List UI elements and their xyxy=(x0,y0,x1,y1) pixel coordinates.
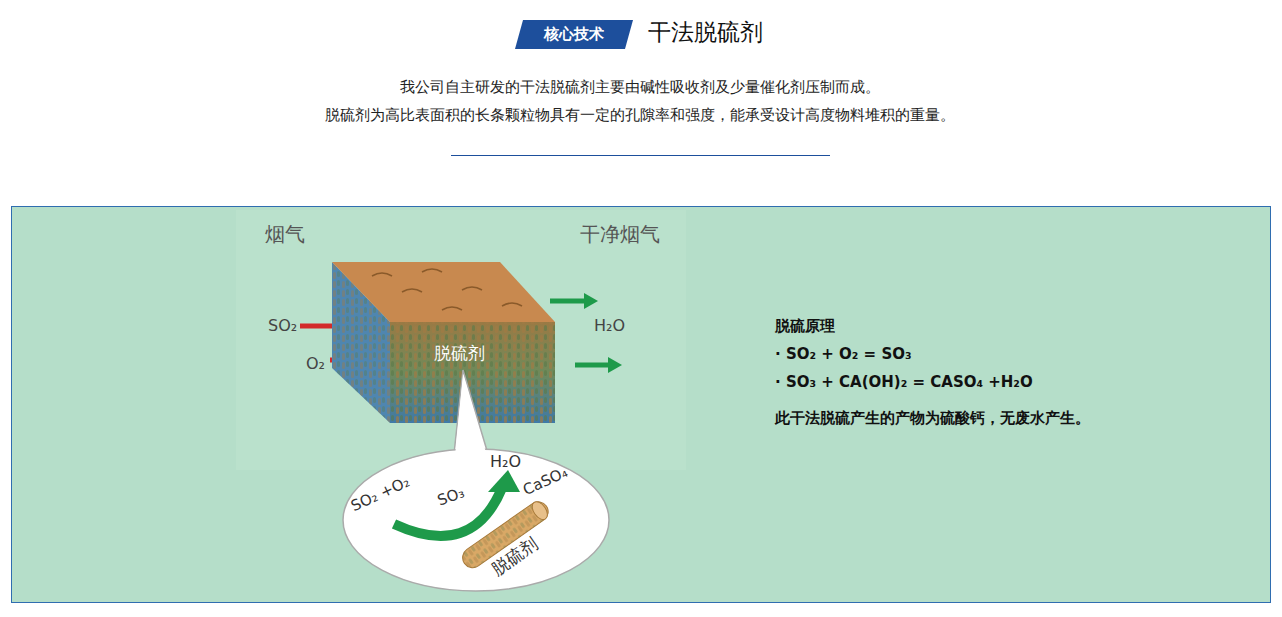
intro-text: 我公司自主研发的干法脱硫剂主要由碱性吸收剂及少量催化剂压制而成。 xyxy=(400,78,880,97)
content-panel: 脱硫原理 · SO₂ + O₂ = SO₃ · SO₃ + CA(OH)₂ = CA… xyxy=(11,206,1271,603)
shape-outline xyxy=(332,262,555,423)
section-title: 干法脱硫剂 xyxy=(648,17,763,48)
badge: 核心技术 xyxy=(515,20,633,49)
node-text: · SO₂ + O₂ = SO₃ xyxy=(775,345,912,363)
callout-bubble: SO₂ +O₂SO₃H₂OCaSO₄脱硫剂 xyxy=(342,448,610,592)
rule-line xyxy=(451,155,830,156)
flow-label: 烟气 xyxy=(265,221,305,248)
node-text: · SO₃ + CA(OH)₂ = CASO₄ +H₂O xyxy=(775,373,1033,391)
node-text: 脱硫剂 xyxy=(434,342,485,365)
image-ground xyxy=(236,210,686,470)
panel-ground xyxy=(12,207,1271,603)
shape-outline xyxy=(342,448,610,592)
node-text: H₂O xyxy=(490,452,521,471)
flow-label: 干净烟气 xyxy=(580,221,660,248)
node-text: 脱硫原理 xyxy=(775,317,835,336)
intro-text: 脱硫剂为高比表面积的长条颗粒物具有一定的孔隙率和强度，能承受设计高度物料堆积的重… xyxy=(325,106,955,125)
flow-label: SO₂ xyxy=(268,316,297,335)
flow-label: O₂ xyxy=(306,354,325,373)
flow-label: H₂O xyxy=(594,316,625,335)
node-text: 此干法脱硫产生的产物为硫酸钙，无废水产生。 xyxy=(775,409,1090,428)
node-text: 核心技术 xyxy=(544,25,604,44)
sorbent-block: 脱硫剂 xyxy=(332,262,555,423)
